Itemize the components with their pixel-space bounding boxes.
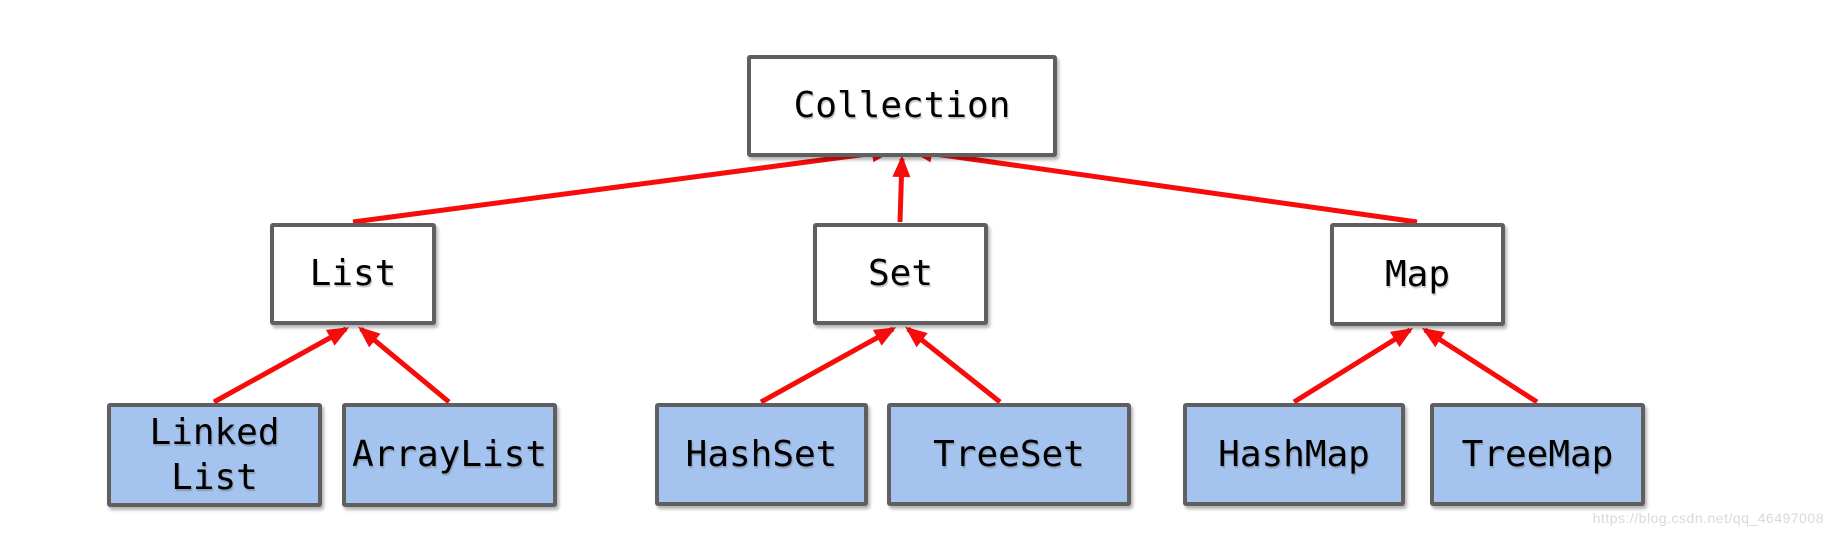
edge-treeset-to-set xyxy=(905,326,1002,404)
edge-hashmap-to-map xyxy=(1292,327,1414,405)
node-linkedlist: Linked List xyxy=(107,403,322,507)
edge-hashset-to-set xyxy=(759,326,897,405)
edge-linkedlist-to-list xyxy=(212,326,350,405)
node-treemap: TreeMap xyxy=(1430,403,1645,506)
node-hashmap: HashMap xyxy=(1183,403,1405,506)
csdn-watermark: https://blog.csdn.net/qq_46497008 xyxy=(1592,510,1824,526)
edge-set-to-collection xyxy=(892,155,911,223)
edge-list-to-collection xyxy=(352,144,894,225)
edge-arraylist-to-list xyxy=(358,326,451,404)
node-treeset: TreeSet xyxy=(887,403,1131,506)
node-arraylist: ArrayList xyxy=(342,403,557,507)
edge-treemap-to-map xyxy=(1421,327,1539,405)
node-set: Set xyxy=(813,223,988,325)
edge-map-to-collection xyxy=(910,144,1418,225)
node-hashset: HashSet xyxy=(655,403,868,506)
node-list: List xyxy=(270,223,436,325)
node-collection: Collection xyxy=(747,55,1057,157)
node-map: Map xyxy=(1330,223,1505,326)
